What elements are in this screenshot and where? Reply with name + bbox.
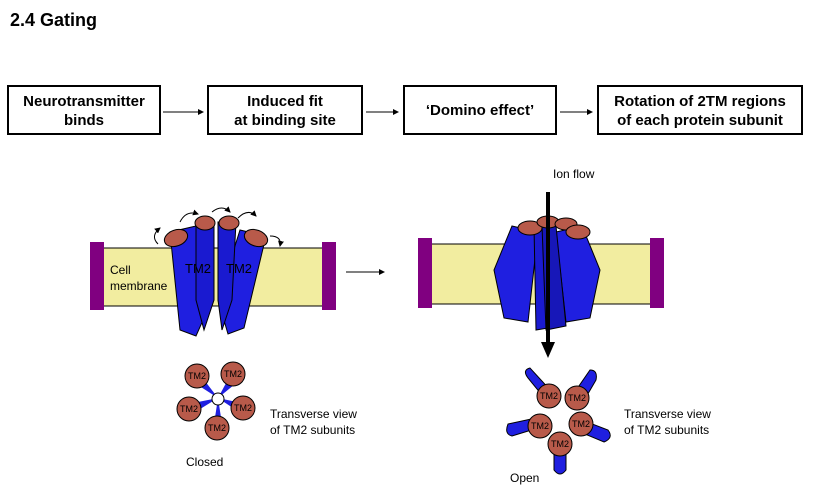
- flow-step-2-line1: Induced fit: [247, 93, 323, 110]
- open-view-label-line1: Transverse view: [624, 407, 711, 421]
- open-subunit-label-5: TM2: [551, 439, 569, 449]
- open-channel-helices: [493, 215, 601, 331]
- closed-subunit-label-3: TM2: [180, 404, 198, 414]
- closed-transverse-view: TM2 TM2 TM2 TM2 TM2: [176, 361, 256, 441]
- ion-flow-label: Ion flow: [553, 167, 595, 181]
- rotation-arrows: [154, 206, 284, 247]
- membrane-edge-left: [90, 242, 104, 310]
- open-subunit-label-2: TM2: [568, 393, 586, 403]
- closed-view-label-line1: Transverse view: [270, 407, 357, 421]
- membrane-edge-right: [322, 242, 336, 310]
- closed-state-label: Closed: [186, 455, 223, 469]
- closed-channel-helices: [163, 215, 269, 337]
- open-view-label-line2: of TM2 subunits: [624, 423, 709, 437]
- closed-subunit-label-2: TM2: [224, 369, 242, 379]
- closed-subunit-label-5: TM2: [208, 423, 226, 433]
- open-subunit-label-4: TM2: [572, 419, 590, 429]
- flow-step-3-line1: ‘Domino effect’: [426, 102, 534, 119]
- helix-label-right: TM2: [226, 261, 252, 276]
- ion-flow-arrowhead: [541, 342, 555, 358]
- open-channel-panel: Ion flow TM2 TM2 TM2 TM2 TM2 Transverse …: [418, 167, 711, 485]
- flow-step-2-line2: at binding site: [234, 112, 336, 129]
- closed-subunit-label-4: TM2: [234, 403, 252, 413]
- flow-step-1-line1: Neurotransmitter: [23, 93, 145, 110]
- open-subunit-label-3: TM2: [531, 421, 549, 431]
- open-subunit-label-1: TM2: [540, 391, 558, 401]
- helix-label-left: TM2: [185, 261, 211, 276]
- closed-view-label-line2: of TM2 subunits: [270, 423, 355, 437]
- closed-subunit-label-1: TM2: [188, 371, 206, 381]
- open-transverse-view: TM2 TM2 TM2 TM2 TM2: [506, 367, 611, 475]
- open-state-label: Open: [510, 471, 539, 485]
- membrane-label-line2: membrane: [110, 279, 168, 293]
- flow-step-4-line2: of each protein subunit: [617, 112, 783, 129]
- page-title: 2.4 Gating: [10, 10, 97, 30]
- flow-step-4: Rotation of 2TM regions of each protein …: [597, 85, 803, 135]
- membrane-label-line1: Cell: [110, 263, 131, 277]
- flow-step-2: Induced fit at binding site: [207, 85, 363, 135]
- flow-step-1: Neurotransmitter binds: [7, 85, 161, 135]
- flow-step-4-line1: Rotation of 2TM regions: [614, 93, 786, 110]
- flow-step-3: ‘Domino effect’: [403, 85, 557, 135]
- closed-channel-panel: Cell membrane TM2 TM2: [90, 206, 357, 469]
- membrane-edge-left-open: [418, 238, 432, 308]
- membrane-edge-right-open: [650, 238, 664, 308]
- flow-step-1-line2: binds: [64, 112, 104, 129]
